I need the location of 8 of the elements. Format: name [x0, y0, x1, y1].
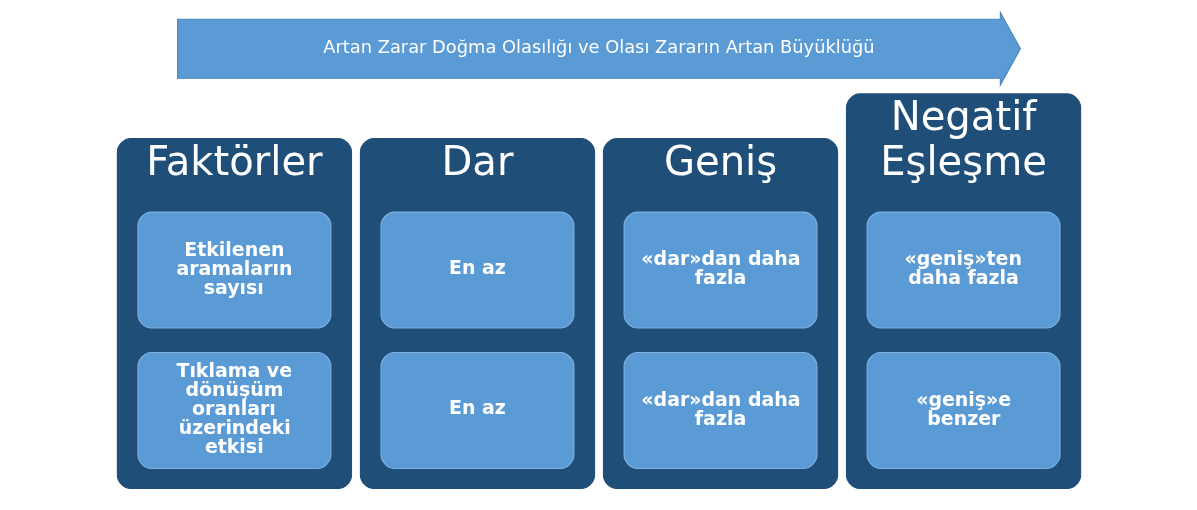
- node-box: Etkilenen aramaların sayısı: [136, 211, 331, 329]
- node-box: En az: [380, 211, 574, 329]
- node-box: «dar»dan daha fazla: [623, 211, 817, 329]
- node-box: En az: [380, 352, 574, 470]
- node-box: Tıklama ve dönüşüm oranları üzerindeki etkisi: [136, 352, 331, 470]
- node-box: «dar»dan daha fazla: [623, 352, 817, 470]
- node-box: «geniş»e benzer: [866, 352, 1061, 470]
- node-box: «geniş»ten daha fazla: [866, 211, 1061, 329]
